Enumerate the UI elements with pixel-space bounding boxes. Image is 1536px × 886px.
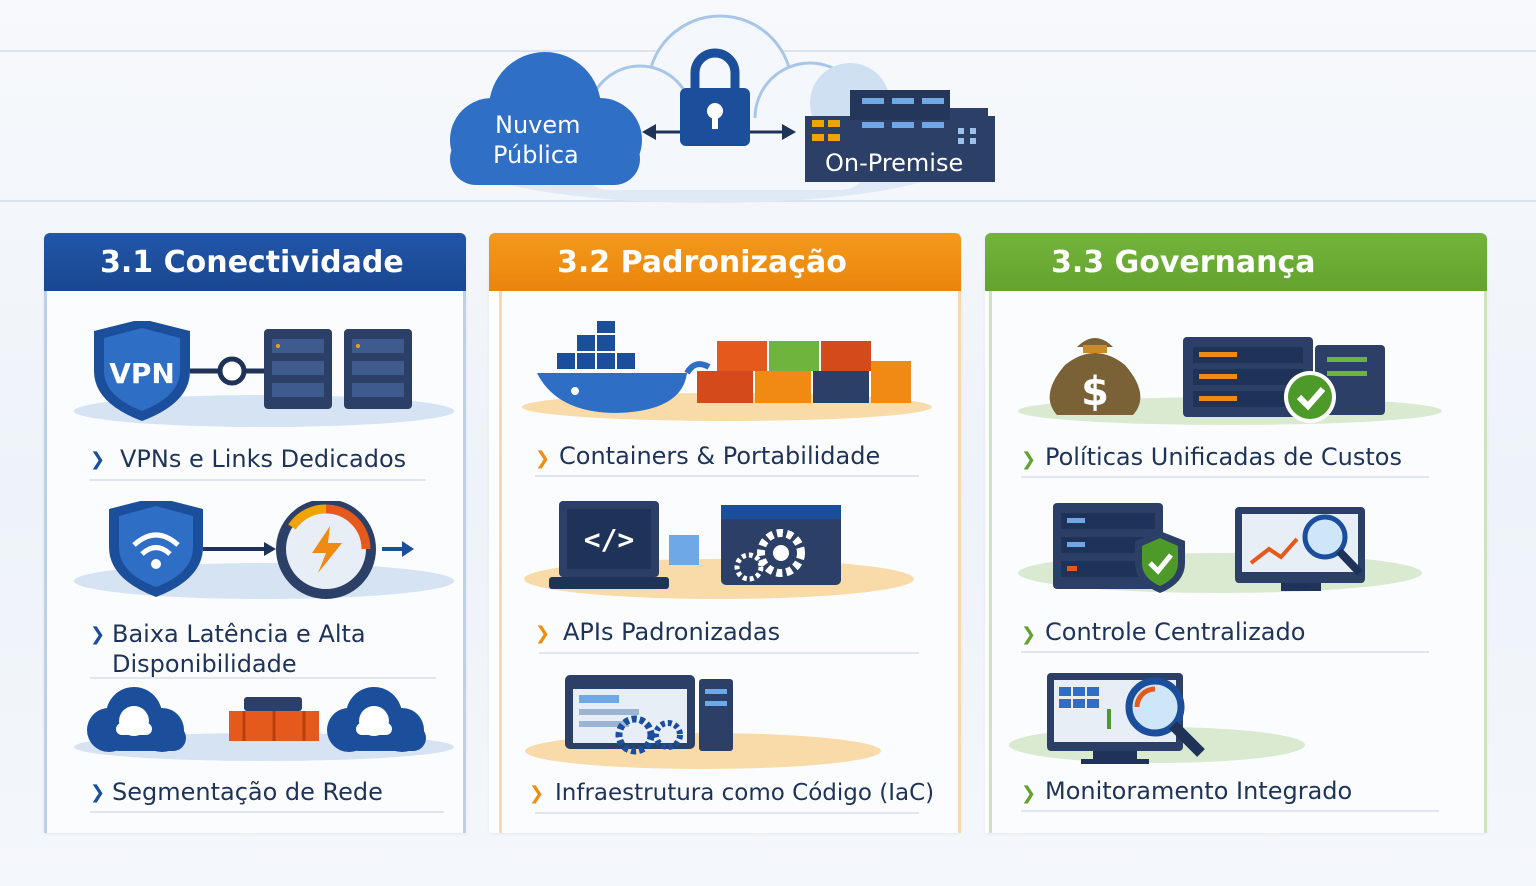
item-label: Infraestrutura como Código (IaC) (555, 780, 935, 806)
item-divider (1021, 810, 1439, 812)
building-icon (805, 90, 995, 182)
chevron-right-icon: ❯ (535, 623, 551, 644)
on-premise-label: On-Premise (825, 149, 964, 177)
item-divider (1021, 476, 1429, 478)
item-apis: </> ❯ APIs Padronizadas (489, 495, 961, 660)
vpn-shield-server-icon: VPN (74, 321, 454, 427)
item-divider (90, 677, 436, 679)
server-shield-dashboard-icon (1018, 503, 1422, 593)
panel-conectividade: 3.1 Conectividade VPN ❯ VPNs e Links Ded… (44, 233, 466, 833)
panel-border-right (1484, 291, 1487, 833)
chevron-right-icon: ❯ (1021, 783, 1037, 804)
public-cloud-icon (450, 52, 642, 185)
item-divider (90, 479, 426, 481)
chevron-right-icon: ❯ (1021, 624, 1037, 645)
chevron-right-icon: ❯ (1021, 449, 1037, 470)
svg-text:VPN: VPN (109, 357, 175, 390)
panel-governanca: 3.3 Governança $ ❯ Políticas Unificadas … (985, 233, 1487, 833)
panel-padronizacao: 3.2 Padronização ❯ Containers & Portabil… (489, 233, 961, 833)
item-iac: ❯ Infraestrutura como Código (IaC) (489, 669, 961, 819)
public-cloud-label-2: Pública (493, 141, 579, 169)
chevron-right-icon: ❯ (90, 624, 106, 645)
item-label: Segmentação de Rede (112, 778, 383, 806)
panel-title: 3.3 Governança (985, 233, 1487, 291)
monitor-magnifier-icon (1009, 673, 1305, 764)
panel-title: 3.2 Padronização (489, 233, 961, 291)
hybrid-cloud-hero: Nuvem Pública On-Premise (410, 8, 1030, 208)
browser-gears-server-icon (525, 675, 881, 769)
chevron-right-icon: ❯ (529, 783, 545, 804)
svg-text:$: $ (1081, 369, 1109, 415)
item-containers: ❯ Containers & Portabilidade (489, 321, 961, 481)
docker-containers-icon (522, 321, 932, 421)
item-label: APIs Padronizadas (563, 618, 781, 646)
lock-icon (680, 48, 750, 146)
public-cloud-label-1: Nuvem (495, 111, 581, 139)
panel-border-left (989, 291, 992, 833)
money-bag-server-check-icon: $ (1018, 337, 1442, 425)
item-label: Políticas Unificadas de Custos (1045, 443, 1402, 471)
item-costs: $ ❯ Políticas Unificadas de Custos (985, 325, 1487, 485)
code-gears-icon: </> (524, 501, 914, 599)
cloud-segmentation-icon (74, 687, 454, 761)
svg-text:</>: </> (584, 523, 635, 556)
panel-border-right (958, 291, 961, 833)
item-divider (90, 811, 444, 813)
item-divider (535, 475, 919, 477)
item-latency: ❯ Baixa Latência e Alta Disponibilidade (44, 495, 466, 680)
item-label: Controle Centralizado (1045, 618, 1306, 646)
item-vpn: VPN ❯ VPNs e Links Dedicados (44, 313, 466, 483)
item-label: Monitoramento Integrado (1045, 777, 1353, 805)
item-monitoring: ❯ Monitoramento Integrado (985, 669, 1487, 819)
item-central-control: ❯ Controle Centralizado (985, 501, 1487, 659)
item-label-line-1: Baixa Latência e Alta (112, 620, 366, 648)
panel-border-left (44, 291, 47, 833)
chevron-right-icon: ❯ (90, 449, 106, 470)
item-divider (539, 652, 919, 654)
chevron-right-icon: ❯ (90, 782, 106, 803)
item-divider (535, 812, 919, 814)
item-label: Containers & Portabilidade (559, 442, 881, 470)
panel-border-left (499, 291, 502, 833)
item-label-line-2: Disponibilidade (112, 650, 297, 678)
wifi-shield-speedometer-icon (74, 501, 454, 599)
item-divider (1021, 651, 1429, 653)
item-segmentation: ❯ Segmentação de Rede (44, 685, 466, 815)
item-label: VPNs e Links Dedicados (120, 445, 407, 473)
panel-title: 3.1 Conectividade (44, 233, 466, 291)
panel-border-right (463, 291, 466, 833)
chevron-right-icon: ❯ (535, 448, 551, 469)
